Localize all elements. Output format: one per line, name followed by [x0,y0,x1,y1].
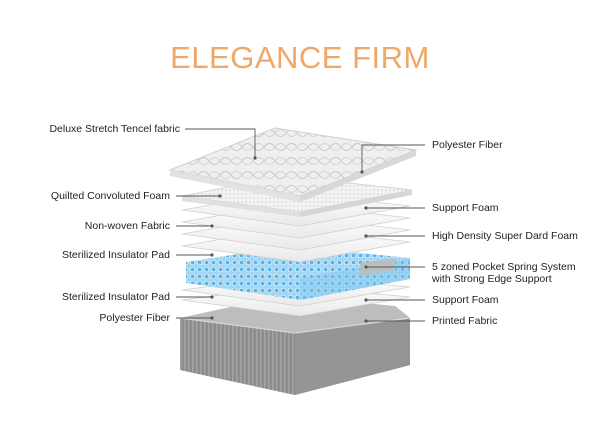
label-support-foam-lower: Support Foam [432,294,499,306]
label-deluxe-stretch-tencel-fabric: Deluxe Stretch Tencel fabric [49,123,180,135]
label-strong-edge-support: with Strong Edge Support [432,273,552,285]
label-polyester-fiber-left: Polyester Fiber [99,312,170,324]
label-printed-fabric: Printed Fabric [432,315,498,327]
label-sterilized-insulator-pad-lower: Sterilized Insulator Pad [62,291,170,303]
label-quilted-convoluted-foam: Quilted Convoluted Foam [50,190,170,202]
leader-lines [176,128,425,322]
product-title: ELEGANCE FIRM [170,40,430,75]
label-high-density-foam: High Density Super Dard Foam [432,230,578,242]
label-support-foam-upper: Support Foam [432,202,499,214]
label-non-woven-fabric: Non-woven Fabric [84,220,170,232]
label-pocket-spring-system: 5 zoned Pocket Spring System [432,261,576,273]
leader-dots [210,156,368,323]
label-sterilized-insulator-pad-upper: Sterilized Insulator Pad [62,249,170,261]
label-polyester-fiber-right: Polyester Fiber [432,139,503,151]
quilted-top-cover [168,127,418,202]
